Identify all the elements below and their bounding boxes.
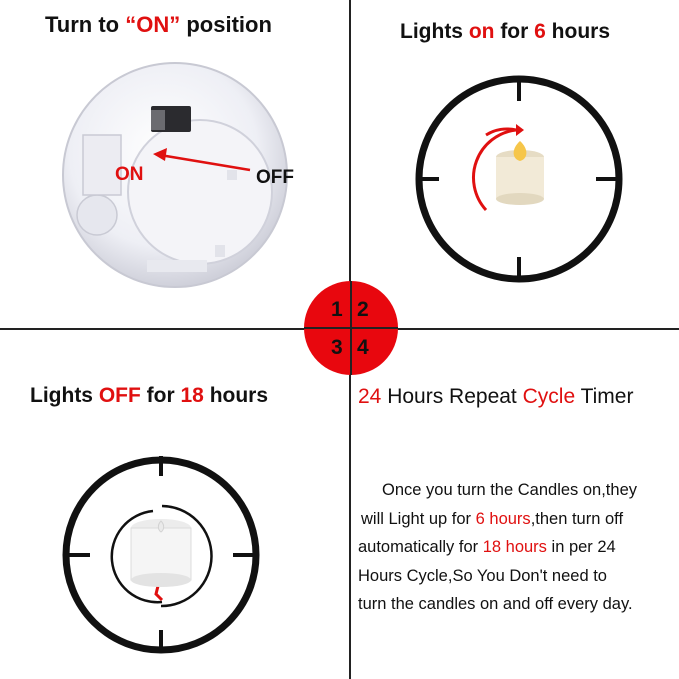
clock-dial-off-icon — [62, 456, 260, 654]
badge-number-4: 4 — [357, 336, 369, 359]
q4-title: 24 Hours Repeat Cycle Timer — [358, 385, 634, 408]
clock-dial-icon — [415, 75, 623, 283]
desc-line-1: Once you turn the Candles on,they — [382, 481, 637, 499]
q1-title: Turn to “ON” position — [45, 12, 272, 37]
timer-description: Once you turn the Candles on,they will L… — [358, 476, 678, 619]
arrow-head-icon — [153, 148, 167, 161]
q3-title: Lights OFF for 18 hours — [30, 384, 269, 407]
switch-off-label: OFF — [256, 167, 294, 188]
flame-off-icon — [157, 520, 165, 533]
badge-number-3: 3 — [331, 336, 343, 359]
battery-cover-illustration — [62, 62, 288, 288]
desc-line-5: turn the candles on and off every day. — [358, 595, 633, 613]
badge-number-2: 2 — [357, 298, 369, 321]
badge-number-1: 1 — [331, 298, 343, 321]
rotate-arrow-icon — [472, 128, 517, 212]
quadrant-badge: 1 2 3 4 — [304, 281, 398, 375]
arrow-line — [159, 153, 251, 172]
rotate-arrow-icon — [160, 504, 213, 608]
candle-unlit-icon — [130, 519, 192, 587]
flame-icon — [513, 141, 527, 161]
desc-line-4: Hours Cycle,So You Don't need to — [358, 566, 607, 585]
desc-line-3: automatically for 18 hours in per 24 — [358, 538, 616, 556]
candle-icon — [496, 141, 544, 205]
switch-on-label: ON — [115, 164, 144, 185]
switch-icon — [151, 106, 191, 132]
q2-title: Lights on for 6 hours — [400, 20, 611, 43]
desc-line-2: will Light up for 6 hours,then turn off — [361, 509, 624, 528]
